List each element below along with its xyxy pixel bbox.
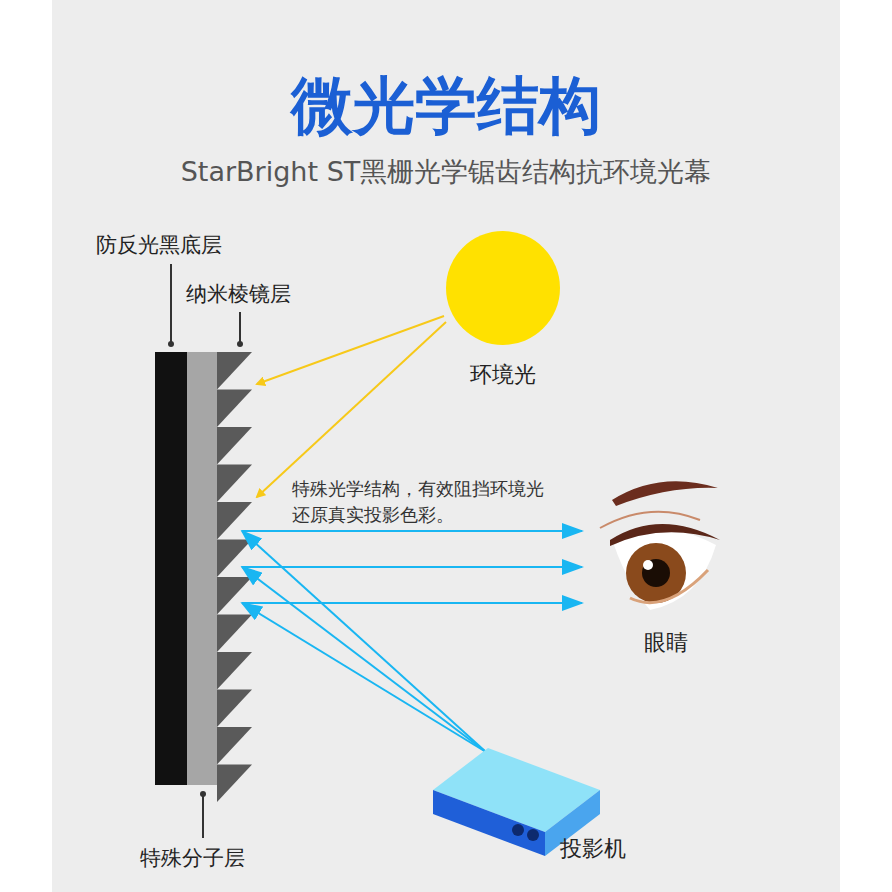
prism-tooth <box>217 615 252 653</box>
leader-dot <box>237 341 243 347</box>
eyelid-crease <box>600 512 700 528</box>
reflected-ray <box>242 530 582 532</box>
molecular-layer <box>187 352 217 785</box>
title: 微光学结构 <box>0 64 892 148</box>
prism-teeth <box>217 352 252 802</box>
projector-front <box>433 790 545 856</box>
reflected-ray <box>242 566 582 568</box>
layer-label: 特殊分子层 <box>140 843 245 873</box>
reflected-ray <box>242 602 582 604</box>
layer-label: 纳米棱镜层 <box>186 279 291 309</box>
subtitle: StarBright ST黑栅光学锯齿结构抗环境光幕 <box>0 152 892 191</box>
projector-lens <box>512 824 524 836</box>
prism-tooth <box>217 690 252 728</box>
projector-ray <box>242 567 486 752</box>
prism-tooth <box>217 765 252 803</box>
prism-tooth <box>217 652 252 690</box>
leader-line <box>239 312 241 342</box>
prism-tooth <box>217 390 252 428</box>
ambient-ray <box>257 322 446 497</box>
eye-node: 眼睛 <box>640 628 692 658</box>
node-label: 眼睛 <box>640 628 692 658</box>
projector-lens <box>527 829 539 841</box>
layer-label: 防反光黑底层 <box>96 230 222 260</box>
projector-ray <box>242 603 486 752</box>
node-label: 投影机 <box>556 834 630 864</box>
prism-tooth <box>217 465 252 503</box>
leader-dot <box>168 341 174 347</box>
prism-tooth <box>217 577 252 615</box>
leader-line <box>202 796 204 838</box>
prism-tooth <box>217 352 252 390</box>
sun <box>446 231 560 345</box>
eye-highlight <box>643 560 653 570</box>
prism-tooth <box>217 727 252 765</box>
eyebrow <box>612 481 718 506</box>
note-text: 特殊光学结构，有效阻挡环境光 还原真实投影色彩。 <box>292 476 558 528</box>
lower-eyelid <box>630 570 708 603</box>
prism-tooth <box>217 502 252 540</box>
upper-eyelid <box>610 524 720 546</box>
node-label: 环境光 <box>466 360 540 390</box>
sun-node: 环境光 <box>466 360 540 390</box>
pupil <box>642 559 670 587</box>
leader-dot <box>200 791 206 797</box>
prism-tooth <box>217 427 252 465</box>
black-base-layer <box>155 352 187 785</box>
projector-ray <box>242 531 486 752</box>
eye-white <box>614 530 716 610</box>
projector-node: 投影机 <box>556 834 630 864</box>
leader-line <box>170 264 172 342</box>
